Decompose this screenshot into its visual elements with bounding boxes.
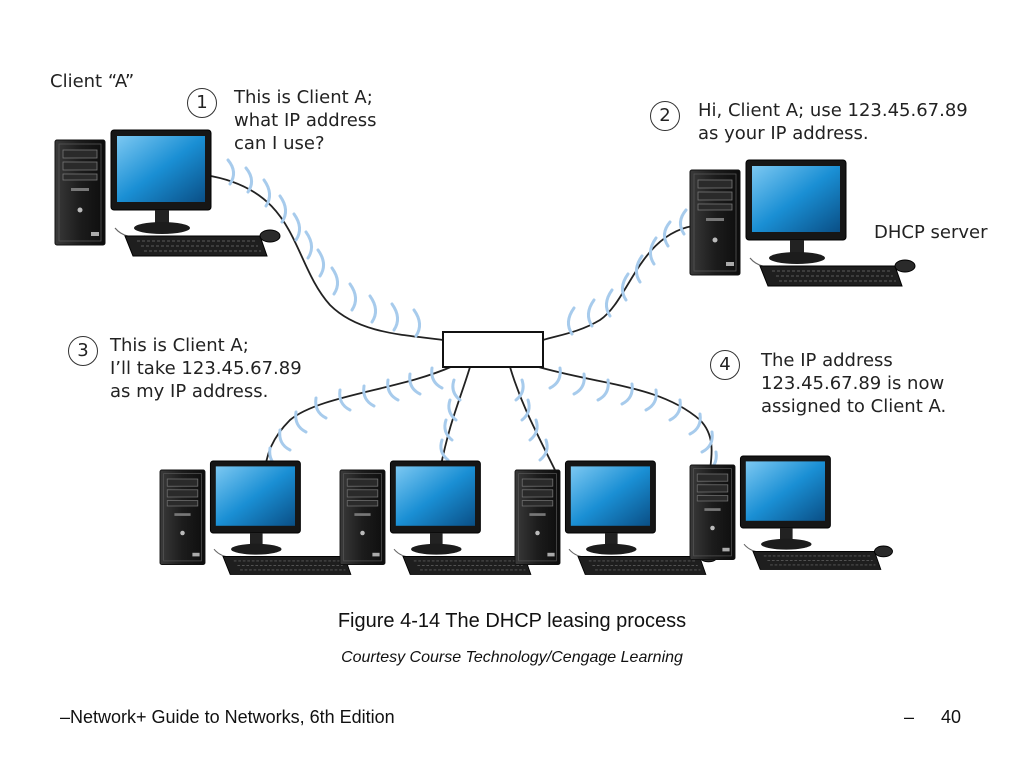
step-4-line-3: assigned to Client A. bbox=[761, 396, 947, 417]
step-2-badge: 2 bbox=[650, 101, 680, 131]
step-4-badge: 4 bbox=[710, 350, 740, 380]
step-3-line-3: as my IP address. bbox=[110, 381, 269, 402]
footer-page-number: 40 bbox=[941, 707, 962, 727]
step-1-message: This is Client A; what IP address can I … bbox=[234, 86, 377, 155]
step-1-line-1: This is Client A; bbox=[234, 87, 373, 108]
step-3-line-2: I’ll take 123.45.67.89 bbox=[110, 358, 302, 379]
step-3-badge: 3 bbox=[68, 336, 98, 366]
step-1-line-3: can I use? bbox=[234, 133, 325, 154]
client-computer-2 bbox=[339, 460, 544, 575]
step-2-line-2: as your IP address. bbox=[698, 123, 869, 144]
cable-client-a bbox=[204, 174, 444, 341]
footer-dash: – bbox=[904, 707, 915, 727]
client-a-label: Client “A” bbox=[50, 71, 135, 92]
step-4-line-2: 123.45.67.89 is now bbox=[761, 373, 945, 394]
step-3-message: This is Client A; I’ll take 123.45.67.89… bbox=[110, 334, 302, 403]
step-1-line-2: what IP address bbox=[234, 110, 377, 131]
footer-book-title: –Network+ Guide to Networks, 6th Edition bbox=[60, 707, 395, 727]
step-1-badge: 1 bbox=[187, 88, 217, 118]
cable-client-3 bbox=[509, 366, 556, 471]
client-computer-1 bbox=[159, 460, 364, 575]
step-2-message: Hi, Client A; use 123.45.67.89 as your I… bbox=[698, 99, 968, 145]
figure-credit: Courtesy Course Technology/Cengage Learn… bbox=[341, 649, 683, 666]
cable-dhcp-server bbox=[542, 224, 701, 341]
step-4-line-1: The IP address bbox=[761, 350, 893, 371]
client-computer-3 bbox=[514, 460, 719, 575]
step-2-line-1: Hi, Client A; use 123.45.67.89 bbox=[698, 100, 968, 121]
signal-waves bbox=[226, 158, 718, 474]
dhcp-server-label: DHCP server bbox=[874, 222, 988, 243]
cable-client-4 bbox=[534, 365, 713, 471]
network-switch bbox=[442, 331, 544, 368]
figure-caption: Figure 4-14 The DHCP leasing process bbox=[337, 610, 687, 632]
step-4-message: The IP address 123.45.67.89 is now assig… bbox=[761, 349, 946, 418]
client-computer-4 bbox=[689, 455, 894, 570]
step-3-line-1: This is Client A; bbox=[110, 335, 249, 356]
network-diagram bbox=[54, 129, 916, 575]
